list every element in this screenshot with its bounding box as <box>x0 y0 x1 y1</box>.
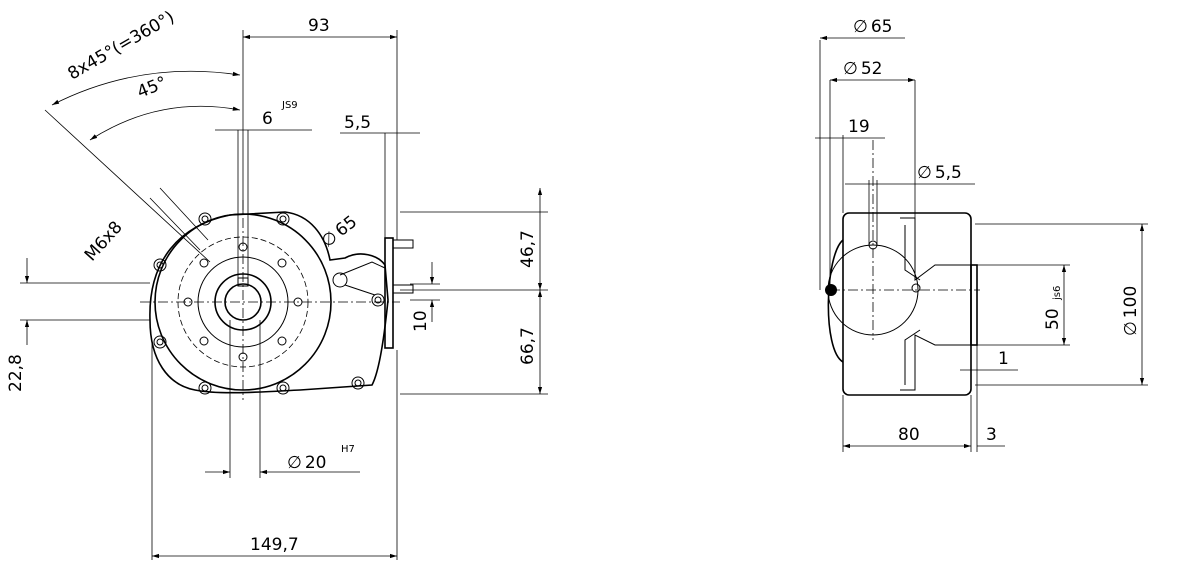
dim-19: 19 <box>848 117 870 137</box>
dim-thread: M6x8 <box>81 217 127 265</box>
dim-46-7: 46,7 <box>518 230 538 268</box>
dim-10: 10 <box>411 310 431 332</box>
dim-dia52: ∅52 <box>843 59 882 79</box>
front-cap <box>827 239 844 363</box>
side-view: ∅65 ∅52 19 ∅5,5 ∅100 50 js6 1 <box>815 17 1148 452</box>
dim-dia65-side: ∅65 <box>853 17 892 37</box>
dim-66-7: 66,7 <box>518 327 538 365</box>
dim-dia20-tol: H7 <box>341 444 355 455</box>
dim-keyway-tol: JS9 <box>281 100 298 111</box>
dim-dia20: ∅20 <box>287 453 326 473</box>
dim-50: 50 <box>1043 308 1063 330</box>
dim-93: 93 <box>308 16 330 36</box>
dim-1: 1 <box>998 349 1009 369</box>
dim-22-8: 22,8 <box>6 354 26 392</box>
dim-dia5-5: ∅5,5 <box>917 163 962 183</box>
housing-bolts <box>153 212 385 395</box>
dim-50-tol: js6 <box>1052 286 1063 301</box>
motor-body <box>842 212 972 396</box>
front-view: 93 8x45°(=360°) 45° 6 JS9 5,5 M6x8 ∅65 4… <box>6 7 548 560</box>
connector-bracket <box>332 237 414 349</box>
dim-3: 3 <box>986 425 997 445</box>
dim-keyway: 6 <box>262 109 273 129</box>
dim-dia65-front: ∅65 <box>318 212 361 252</box>
dim-5-5-top: 5,5 <box>344 113 371 133</box>
dim-angle: 45° <box>134 73 169 103</box>
dim-80: 80 <box>898 425 920 445</box>
shaft-flange <box>970 264 978 346</box>
dim-dia100: ∅100 <box>1121 286 1141 336</box>
dim-149-7: 149,7 <box>250 535 299 555</box>
